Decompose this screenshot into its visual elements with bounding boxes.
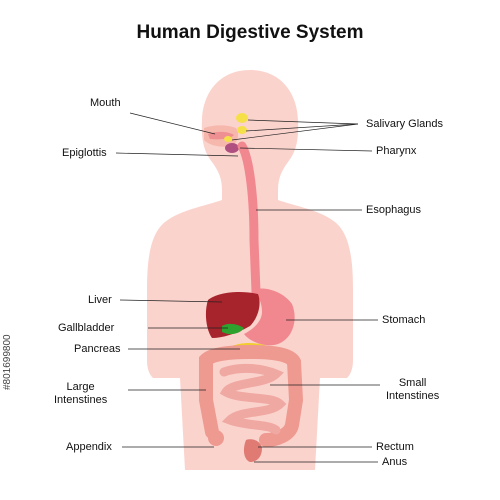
- small-intestine: [219, 363, 287, 435]
- label-mouth: Mouth: [90, 97, 121, 109]
- label-large-intestines-line2: Intenstines: [54, 394, 108, 406]
- gallbladder: [222, 323, 244, 335]
- leader-salivary-1: [247, 119, 359, 125]
- label-epiglottis: Epiglottis: [62, 147, 107, 159]
- body-silhouette: [147, 70, 353, 470]
- label-rectum: Rectum: [376, 441, 414, 453]
- label-stomach: Stomach: [382, 314, 426, 326]
- label-esophagus: Esophagus: [366, 204, 422, 216]
- label-small-intestines-line2: Intenstines: [386, 390, 440, 402]
- label-gallbladder: Gallbladder: [58, 322, 115, 334]
- leader-epiglottis: [115, 152, 239, 157]
- label-appendix: Appendix: [66, 441, 112, 453]
- label-liver: Liver: [88, 294, 112, 306]
- diagram-title: Human Digestive System: [136, 22, 364, 43]
- large-intestine: [199, 344, 304, 447]
- stock-id-watermark: #801699800: [2, 334, 13, 390]
- esophagus: [237, 141, 261, 297]
- label-pharynx: Pharynx: [376, 145, 417, 157]
- leader-salivary-3: [231, 123, 359, 141]
- label-small-intestines: Small Intenstines: [386, 377, 439, 403]
- cecum: [208, 430, 224, 446]
- rectum: [243, 439, 262, 462]
- leader-mouth: [129, 112, 216, 135]
- stomach: [244, 288, 295, 346]
- liver: [205, 292, 260, 338]
- pharynx: [225, 143, 239, 153]
- label-large-intestines-line1: Large: [66, 381, 95, 393]
- leader-salivary-2: [245, 123, 359, 132]
- label-pancreas: Pancreas: [74, 343, 121, 355]
- leader-pharynx: [239, 147, 373, 152]
- label-large-intestines: Large Intenstines: [54, 381, 107, 407]
- salivary-gland: [224, 136, 232, 142]
- label-small-intestines-line1: Small: [398, 377, 427, 389]
- salivary-gland: [236, 113, 248, 123]
- salivary-gland: [237, 126, 247, 134]
- label-anus: Anus: [382, 456, 408, 468]
- leader-liver: [119, 299, 223, 303]
- label-salivary-glands: Salivary Glands: [366, 118, 444, 130]
